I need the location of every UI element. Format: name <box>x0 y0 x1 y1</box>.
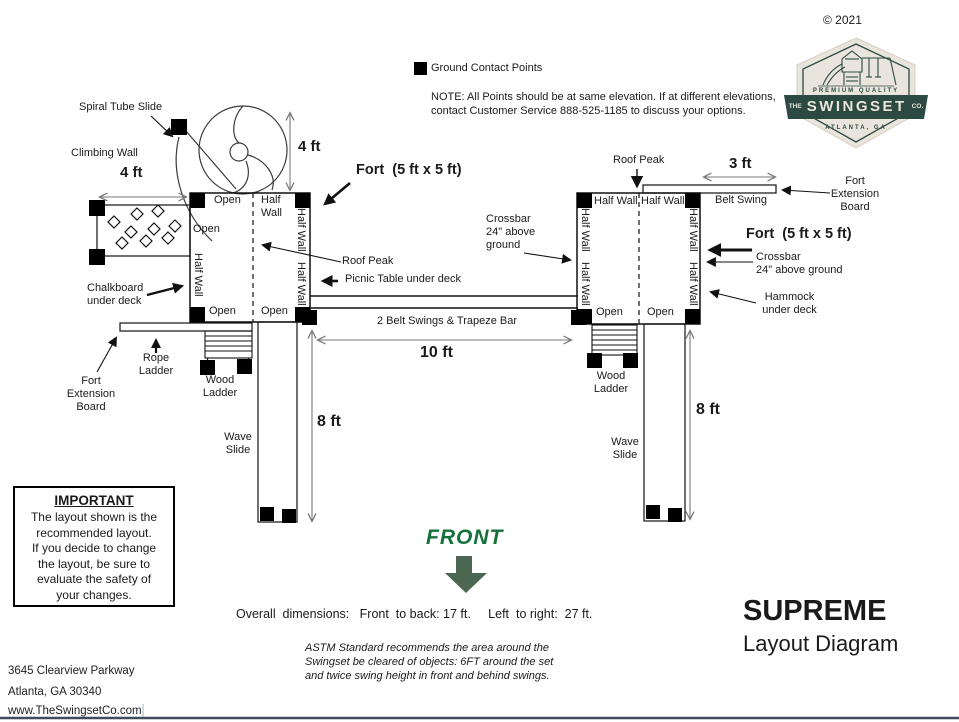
spiral-tube-slide-label: Spiral Tube Slide <box>79 101 163 113</box>
important-body: The layout shown is the recommended layo… <box>30 510 158 602</box>
rf-halfwall-right-top: Half Wall <box>686 208 699 252</box>
wood-ladder-right-label: Wood Ladder <box>593 370 629 395</box>
climbing-hold-diamonds <box>107 204 182 250</box>
lf-halfwall-right-top: Half Wall <box>294 208 307 252</box>
spiral-tube-slide-shape <box>150 105 288 242</box>
lf-halfwall-right-bottom: Half Wall <box>294 262 307 306</box>
dimension-arrows <box>100 113 775 521</box>
important-title: IMPORTANT <box>54 493 134 508</box>
lf-open-top: Open <box>214 194 241 206</box>
lf-open-left: Open <box>193 223 220 235</box>
product-name: SUPREME <box>743 595 887 627</box>
note-line2: contact Customer Service 888-525-1185 to… <box>431 105 746 117</box>
address-line2: Atlanta, GA 30340 <box>8 686 102 698</box>
rf-open-left: Open <box>596 306 623 318</box>
right-extension-board <box>630 169 831 196</box>
dim-4ft-spiral: 4 ft <box>298 138 321 155</box>
left-fort-title: Fort (5 ft x 5 ft) <box>356 162 462 178</box>
wave-slide-right-label: Wave Slide <box>611 436 639 461</box>
rf-halfwall-left-top: Half Wall <box>578 208 591 252</box>
note-line1: NOTE: All Points should be at same eleva… <box>431 91 776 103</box>
lf-halfwall-topright: Half Wall <box>261 194 282 219</box>
ground-contact-legend-icon <box>414 62 427 75</box>
astm-note: ASTM Standard recommends the area around… <box>305 642 554 683</box>
logo-name: SWINGSET <box>806 98 907 115</box>
lf-open-bottom-right: Open <box>261 305 288 317</box>
chalkboard-label: Chalkboard under deck <box>87 282 144 307</box>
rf-halfwall-top-left: Half Wall <box>594 195 638 207</box>
belt-swing-label: Belt Swing <box>715 194 767 206</box>
dim-10ft: 10 ft <box>420 344 453 361</box>
climbing-wall-label: Climbing Wall <box>71 147 138 159</box>
dim-8ft-left: 8 ft <box>317 413 341 430</box>
lf-open-bottom-left: Open <box>209 305 236 317</box>
fort-extension-left-label: Fort Extension Board <box>66 375 116 413</box>
callout-arrows <box>146 182 757 304</box>
logo-city: ATLANTA, GA <box>825 125 887 131</box>
front-arrow <box>445 556 487 593</box>
fort-extension-right-label: Fort Extension Board <box>830 175 880 213</box>
copyright: © 2021 <box>823 13 862 27</box>
logo-the: THE <box>788 103 802 110</box>
dim-8ft-right: 8 ft <box>696 401 720 418</box>
overall-dimensions: Overall dimensions: Front to back: 17 ft… <box>236 607 593 621</box>
right-wood-ladder <box>587 324 638 368</box>
right-wave-slide <box>643 323 686 522</box>
crossbar-left-label: Crossbar 24" above ground <box>486 213 536 251</box>
right-fort-title: Fort (5 ft x 5 ft) <box>746 226 852 242</box>
logo-badge <box>784 37 928 149</box>
website: www.TheSwingsetCo.com <box>8 705 142 717</box>
logo-co: CO. <box>911 103 924 110</box>
wave-slide-left-label: Wave Slide <box>224 431 252 456</box>
right-fort-outline <box>576 192 701 325</box>
roof-peak-right-label: Roof Peak <box>613 154 665 166</box>
address-line1: 3645 Clearview Parkway <box>8 665 135 677</box>
lf-halfwall-left-bottom: Half Wall <box>191 253 204 297</box>
logo-premium-quality: PREMIUM QUALITY <box>812 88 900 94</box>
swing-beam <box>302 295 586 325</box>
bottom-rule <box>0 704 959 720</box>
rf-open-right: Open <box>647 306 674 318</box>
important-box: IMPORTANT The layout shown is the recomm… <box>13 486 175 607</box>
belt-swings-bar-label: 2 Belt Swings & Trapeze Bar <box>377 315 518 327</box>
hammock-label: Hammock under deck <box>762 291 817 316</box>
picnic-table-label: Picnic Table under deck <box>345 273 461 285</box>
rf-halfwall-left-bottom: Half Wall <box>578 262 591 306</box>
rf-halfwall-right-bottom: Half Wall <box>686 262 699 306</box>
diagram-subtitle: Layout Diagram <box>743 631 899 656</box>
left-extension-board <box>96 322 253 373</box>
front-label: FRONT <box>426 526 504 549</box>
dim-4ft-climb: 4 ft <box>120 164 143 181</box>
legend-label: Ground Contact Points <box>431 62 543 74</box>
crossbar-right-label: Crossbar 24" above ground <box>756 251 843 276</box>
rope-ladder-label: Rope Ladder <box>138 352 174 377</box>
left-wave-slide <box>257 321 298 523</box>
roof-peak-left-label: Roof Peak <box>342 255 394 267</box>
left-wood-ladder <box>200 330 253 375</box>
wood-ladder-left-label: Wood Ladder <box>202 374 238 399</box>
dim-3ft: 3 ft <box>729 155 752 172</box>
climbing-wall-shape <box>89 200 191 265</box>
logo-ribbon: THE SWINGSET CO. <box>784 95 928 118</box>
rf-halfwall-top-right: Half Wall <box>641 195 685 207</box>
logo-swingset-drawing <box>818 50 897 87</box>
